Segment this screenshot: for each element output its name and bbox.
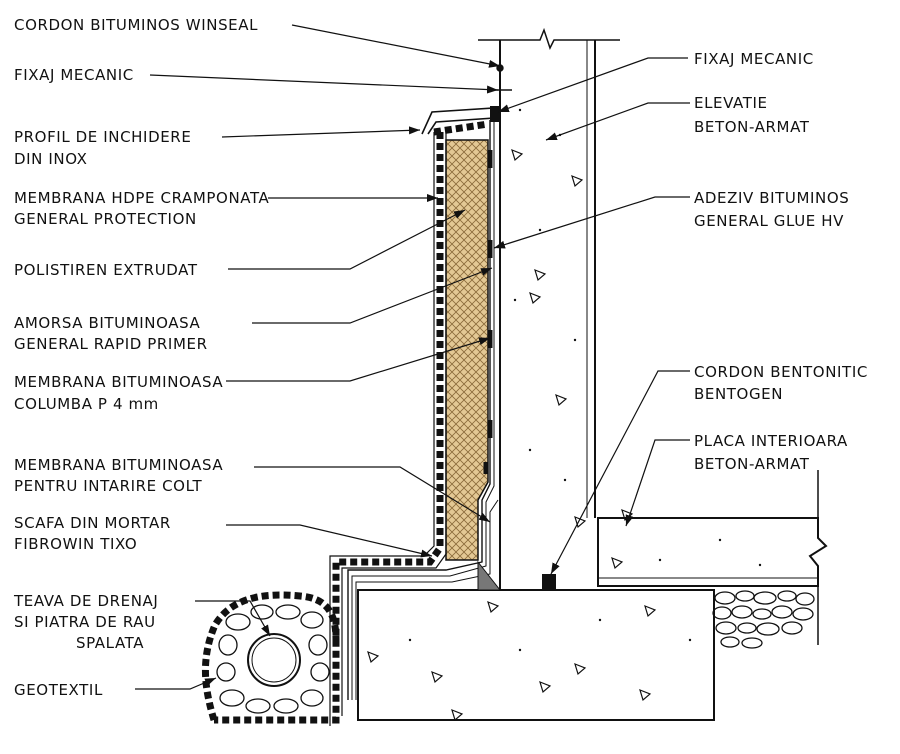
label-amorsa-2: GENERAL RAPID PRIMER [14,335,208,353]
drainage [202,591,340,722]
label-elevatie-2: BETON-ARMAT [694,118,810,136]
label-membrana-columba-2: COLUMBA P 4 mm [14,395,159,413]
labels-left: CORDON BITUMINOS WINSEAL FIXAJ MECANIC P… [13,16,270,699]
label-geotextil: GEOTEXTIL [14,681,103,699]
label-membrana-hdpe: MEMBRANA HDPE CRAMPONATA [14,189,270,207]
label-fixaj-mecanic-right: FIXAJ MECANIC [694,50,814,68]
elevation-wall [499,40,596,590]
river-stones [216,604,330,714]
concrete-aggregate [367,148,657,722]
label-placa-interioara: PLACA INTERIOARA [694,432,848,450]
label-membrana-hdpe-2: GENERAL PROTECTION [14,210,197,228]
label-elevatie: ELEVATIE [694,94,768,112]
label-membrana-columba: MEMBRANA BITUMINOASA [14,373,223,391]
label-membrana-colt: MEMBRANA BITUMINOASA [14,456,223,474]
mortar-fillet [477,560,502,591]
label-placa-interioara-2: BETON-ARMAT [694,455,810,473]
label-fixaj-mecanic: FIXAJ MECANIC [14,66,134,84]
label-adeziv: ADEZIV BITUMINOS [694,189,849,207]
label-profil-inchidere: PROFIL DE INCHIDERE [14,128,191,146]
interior-slab [597,517,828,587]
label-scafa-2: FIBROWIN TIXO [14,535,137,553]
wall-break-line [478,27,620,50]
label-teava-drenaj-3: SPALATA [76,634,144,652]
bentonite-cord [542,574,556,590]
label-scafa: SCAFA DIN MORTAR [14,514,171,532]
label-cordon-bituminos: CORDON BITUMINOS WINSEAL [14,16,258,34]
label-teava-drenaj: TEAVA DE DRENAJ [13,592,158,610]
mechanical-fixing [492,64,512,108]
labels-right: FIXAJ MECANIC ELEVATIE BETON-ARMAT ADEZI… [694,50,868,473]
insulation-system [214,64,556,726]
polystyrene-insulation [445,139,489,561]
foundation-block [357,589,715,721]
bituminous-membrane [347,120,491,700]
label-amorsa: AMORSA BITUMINOASA [14,314,201,332]
label-teava-drenaj-2: SI PIATRA DE RAU [14,613,156,631]
structure [357,27,828,722]
gravel-under-slab [712,590,815,649]
label-cordon-bentonitic-2: BENTOGEN [694,385,783,403]
label-adeziv-2: GENERAL GLUE HV [694,212,844,230]
concrete-dots [408,108,762,652]
label-profil-inchidere-2: DIN INOX [14,150,88,168]
leader-lines [135,24,690,690]
adhesive-dabs [483,150,493,474]
label-membrana-colt-2: PENTRU INTARIRE COLT [14,477,202,495]
label-polistiren: POLISTIREN EXTRUDAT [14,261,198,279]
drain-pipe [247,633,301,687]
label-cordon-bentonitic: CORDON BENTONITIC [694,363,868,381]
hdpe-dimpled-membrane [214,132,444,724]
